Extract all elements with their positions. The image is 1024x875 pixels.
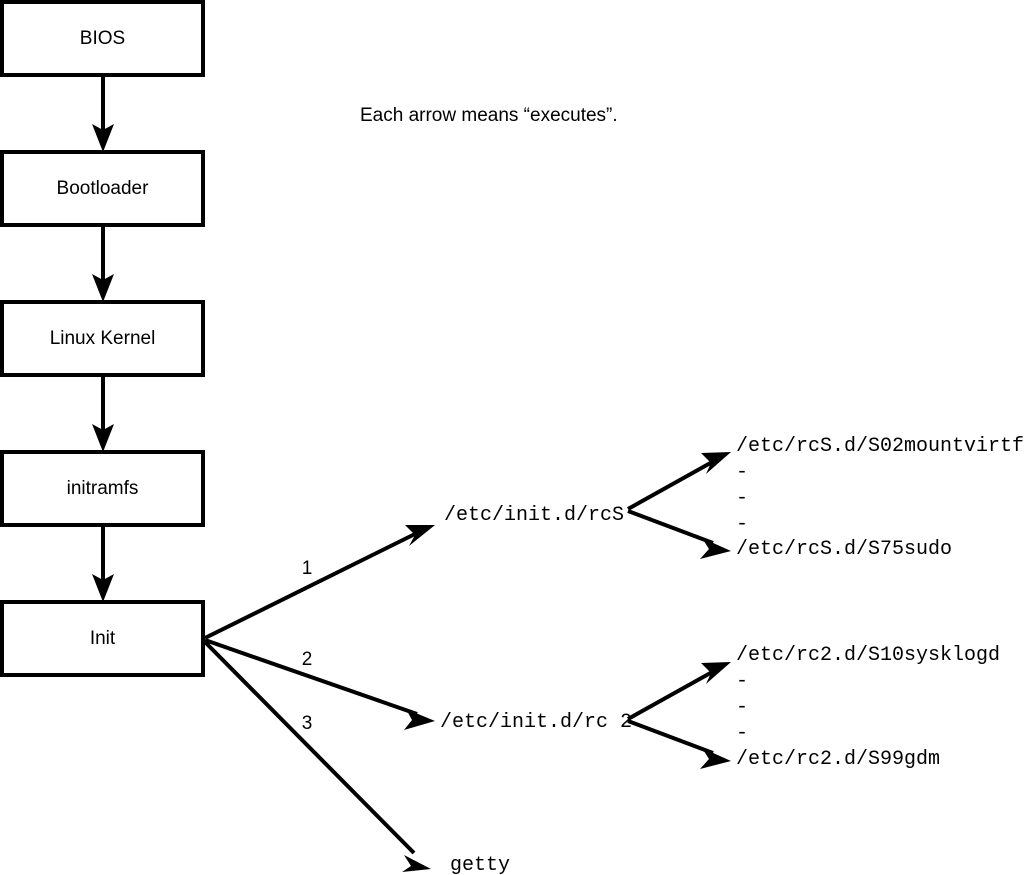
label-init-target-rc2: /etc/init.d/rc 2 [440, 711, 632, 734]
node-bootloader: Bootloader [0, 150, 205, 227]
label-init-target-rcs: /etc/init.d/rcS [444, 504, 624, 527]
node-init: Init [0, 600, 205, 677]
label-rcs-last-script: /etc/rcS.d/S75sudo [736, 538, 952, 561]
node-label-init: Init [90, 628, 116, 649]
arrow-rcs-to-last-script [627, 509, 731, 559]
label-rcs-ellipsis-3: - [736, 513, 748, 536]
node-bios: BIOS [0, 0, 205, 77]
arrow-init-branch-3 [203, 640, 431, 872]
arrow-bios-to-bootloader [92, 77, 114, 152]
arrow-initramfs-to-init [92, 527, 114, 602]
node-box-bootloader [0, 150, 205, 227]
arrowhead-rcs-to-last-script [700, 538, 731, 559]
arrowhead-rc2-to-last-script [700, 748, 731, 769]
node-label-bootloader: Bootloader [57, 178, 150, 199]
branch-number-2: 2 [302, 649, 313, 670]
label-rcs-ellipsis-1: - [736, 461, 748, 484]
label-rc2-last-script: /etc/rc2.d/S99gdm [736, 748, 940, 771]
label-rc2-first-script: /etc/rc2.d/S10sysklogd [736, 644, 1000, 667]
node-label-initramfs: initramfs [67, 478, 139, 499]
arrowhead-rc2-to-first-script [701, 662, 731, 684]
label-rc2-ellipsis-3: - [736, 722, 748, 745]
arrowhead-init-branch-2 [404, 709, 435, 730]
arrow-init-branch-2 [204, 638, 435, 730]
arrow-rc2-to-last-script [627, 719, 731, 769]
node-linux-kernel: Linux Kernel [0, 300, 205, 377]
node-box-linux-kernel [0, 300, 205, 377]
arrowhead-bios-to-bootloader [92, 124, 114, 152]
arrowhead-kernel-to-initramfs [92, 424, 114, 452]
arrowhead-rcs-to-first-script [701, 452, 731, 474]
node-initramfs: initramfs [0, 450, 205, 527]
branch-number-3: 3 [302, 713, 313, 734]
node-box-initramfs [0, 450, 205, 527]
arrow-rcs-to-first-script [627, 452, 731, 511]
caption-text: Each arrow means “executes”. [360, 105, 618, 126]
label-rc2-ellipsis-2: - [736, 696, 748, 719]
arrow-kernel-to-initramfs [92, 377, 114, 452]
arrowhead-init-branch-1 [405, 525, 435, 546]
arrowhead-initramfs-to-init [92, 574, 114, 602]
branch-number-1: 1 [302, 558, 313, 579]
node-label-bios: BIOS [80, 28, 125, 49]
arrowhead-bootloader-to-kernel [92, 274, 114, 302]
node-box-init [0, 600, 205, 677]
node-box-bios [0, 0, 205, 77]
label-rcs-ellipsis-2: - [736, 487, 748, 510]
label-rcs-first-script: /etc/rcS.d/S02mountvirtfs [736, 435, 1024, 458]
label-rc2-ellipsis-1: - [736, 670, 748, 693]
arrow-bootloader-to-kernel [92, 227, 114, 302]
arrowhead-init-branch-3 [402, 855, 431, 872]
node-label-linux-kernel: Linux Kernel [50, 328, 156, 349]
arrow-init-branch-1 [204, 525, 435, 640]
arrow-rc2-to-first-script [627, 662, 731, 721]
label-init-target-getty: getty [450, 854, 510, 875]
